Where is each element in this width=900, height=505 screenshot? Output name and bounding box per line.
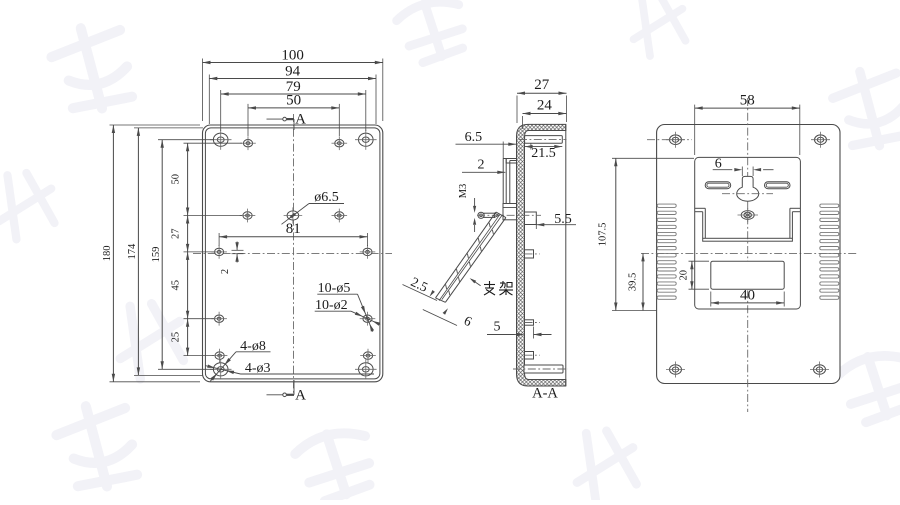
svg-text:27: 27 [534,77,550,93]
svg-text:81: 81 [286,221,301,237]
svg-text:94: 94 [285,63,301,79]
svg-text:24: 24 [537,98,553,114]
svg-text:10-ø5: 10-ø5 [318,281,351,296]
svg-text:180: 180 [102,246,113,262]
svg-text:21.5: 21.5 [531,146,556,161]
svg-text:4-ø8: 4-ø8 [240,339,266,354]
svg-text:79: 79 [286,79,301,95]
svg-text:5.5: 5.5 [554,212,572,227]
svg-text:6: 6 [715,156,722,171]
svg-text:40: 40 [740,287,755,303]
svg-text:5: 5 [494,319,501,334]
svg-text:6.5: 6.5 [465,130,483,145]
svg-text:45: 45 [171,280,182,291]
svg-text:2: 2 [478,158,485,173]
svg-text:A: A [295,112,306,128]
svg-text:2.5: 2.5 [409,274,431,295]
svg-text:A-A: A-A [532,385,558,401]
svg-text:10-ø2: 10-ø2 [315,298,348,313]
svg-text:107.5: 107.5 [598,223,609,247]
svg-text:2: 2 [220,269,231,274]
svg-text:39.5: 39.5 [628,273,639,291]
svg-text:20: 20 [679,270,690,281]
svg-text:A: A [295,387,306,403]
svg-text:58: 58 [740,92,755,108]
svg-text:174: 174 [127,243,138,260]
svg-text:50: 50 [286,93,301,109]
svg-text:27: 27 [171,228,182,239]
svg-text:ø6.5: ø6.5 [314,190,339,205]
svg-text:50: 50 [171,174,182,185]
svg-text:25: 25 [171,332,182,343]
svg-text:159: 159 [151,247,162,263]
svg-text:100: 100 [281,47,304,63]
svg-text:4-ø3: 4-ø3 [245,361,271,376]
svg-text:M3: M3 [458,184,469,199]
